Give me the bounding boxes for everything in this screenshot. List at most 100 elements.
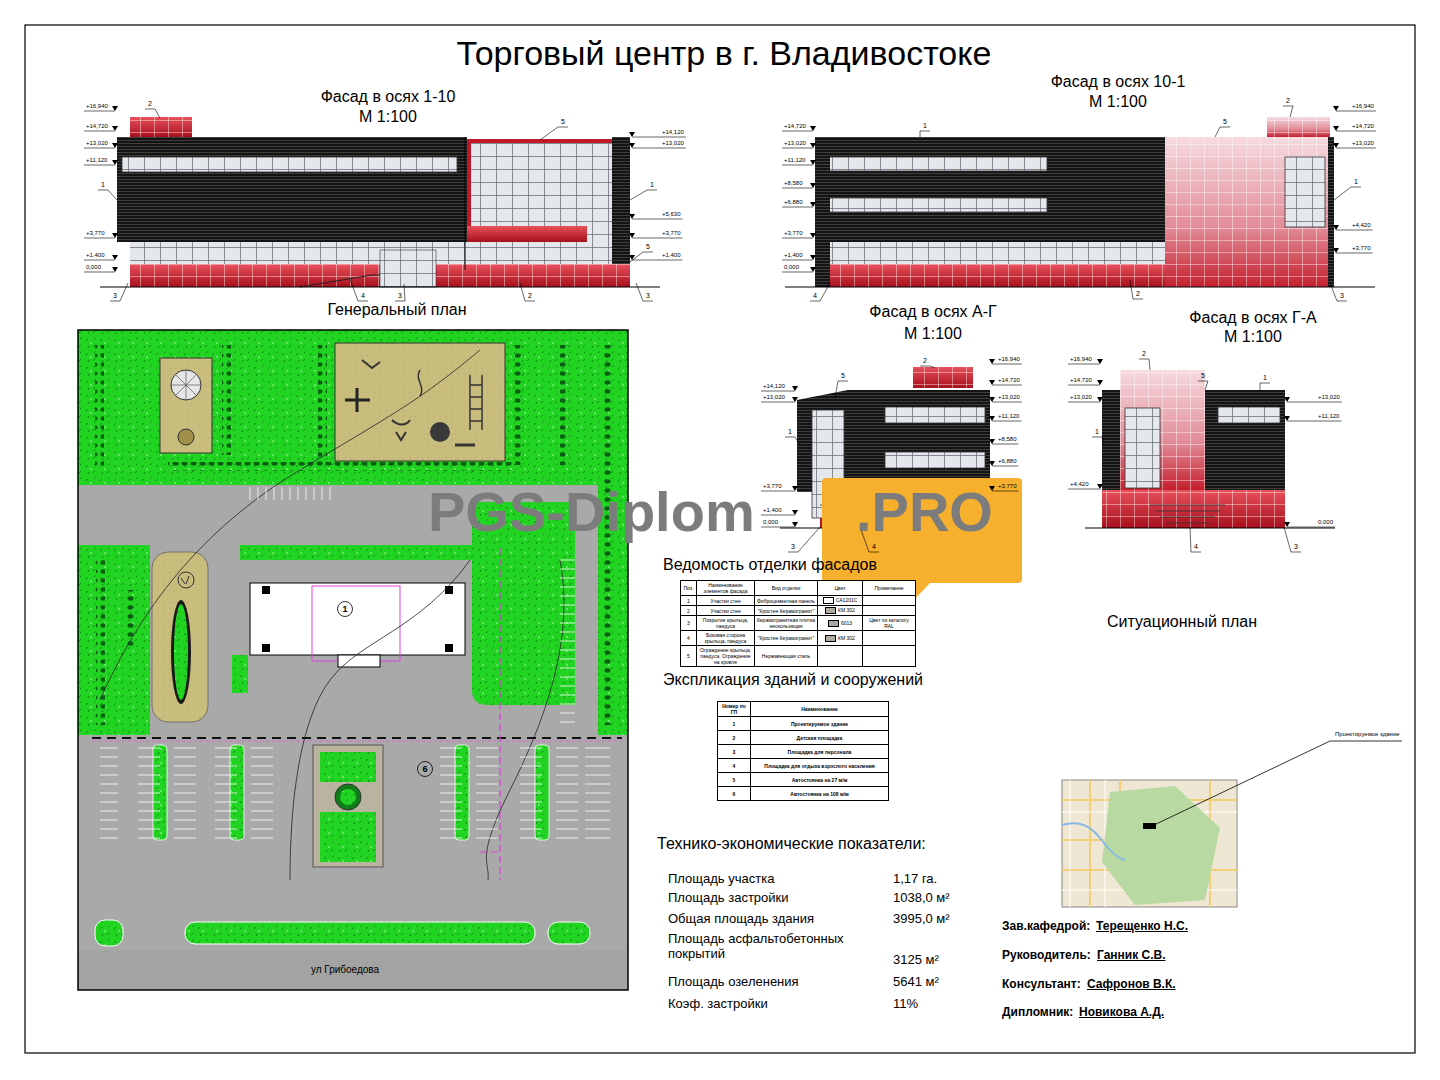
table-cell: Участки стен — [697, 606, 755, 616]
table-cell-text: КМ 302 — [838, 607, 855, 613]
callout-shelf — [1260, 383, 1270, 384]
parking-stall-line — [215, 775, 237, 776]
callout-number: 1 — [788, 428, 792, 436]
drawing-rect — [262, 586, 270, 594]
parking-stall-line — [520, 838, 542, 839]
signature-role: Зав.кафедрой: — [1002, 920, 1090, 934]
table-cell-text: "Кростен Керамогранит" — [758, 608, 814, 614]
drawing-rect — [1285, 157, 1325, 227]
parking-stall-line — [251, 820, 273, 821]
drawing-rect — [885, 452, 985, 468]
table-cell-text: 6 — [733, 791, 736, 797]
parking-stall-line — [215, 802, 237, 803]
leader-line — [350, 279, 358, 301]
elevation-mark: +14,720 — [86, 123, 108, 130]
drawing-rect — [222, 345, 231, 455]
table-cell: CA1201C — [818, 596, 863, 606]
drawing-rect — [122, 157, 457, 172]
callout-shelf — [1198, 381, 1208, 382]
tep-text: Коэф. застройки — [668, 997, 768, 1012]
elevation-mark: +1,400 — [784, 252, 803, 259]
parking-stall-line — [215, 748, 237, 749]
table-cell: 1 — [718, 717, 751, 731]
elevation-triangle — [810, 183, 816, 188]
drawing-path — [100, 350, 480, 700]
elevation-triangle — [1333, 143, 1339, 148]
parking-stall-line — [100, 757, 118, 758]
tep-text: 1038,0 м² — [893, 891, 950, 906]
drawing-rect — [78, 330, 628, 990]
elevation-shelf — [992, 466, 1019, 467]
drawing-rect — [153, 745, 167, 840]
elevation-triangle — [629, 233, 635, 238]
drawing-circle — [340, 789, 356, 805]
elevation-triangle — [989, 416, 995, 421]
elevation-mark: 0,000 — [86, 264, 101, 271]
tep-text: 3125 м² — [893, 953, 939, 968]
elevation-mark: +16,940 — [1070, 356, 1092, 363]
table-cell-text: 4 — [733, 763, 736, 769]
drawing-rect — [1267, 117, 1330, 137]
drawing-rect — [1165, 137, 1330, 287]
leader-line — [930, 366, 935, 368]
elevation-triangle — [629, 143, 635, 148]
parking-stall-line — [560, 659, 575, 660]
drawing-path — [480, 548, 500, 880]
parking-stall-line — [560, 614, 575, 615]
elevation-triangle — [112, 106, 118, 111]
elevation-mark: +3,770 — [784, 230, 803, 237]
elevation-triangle — [1333, 225, 1339, 230]
elevation-mark: +13,020 — [86, 140, 108, 147]
parking-stall-line — [138, 784, 160, 785]
drawing-rect — [515, 345, 524, 465]
scale-note: М 1:100 — [1224, 328, 1282, 346]
parking-stall-line — [100, 820, 118, 821]
leader-line — [120, 283, 128, 301]
parking-stall-line — [100, 829, 118, 830]
elevation-shelf — [84, 148, 115, 149]
parking-stall-line — [440, 784, 462, 785]
elevation-mark: +4,420 — [1352, 222, 1371, 229]
elevation-mark: +14,720 — [1352, 123, 1374, 130]
table-cell-text: Цвет — [834, 585, 845, 591]
elevation-mark: +1,400 — [86, 252, 105, 259]
elevation-mark: +14,120 — [763, 383, 785, 390]
parking-stall-line — [251, 811, 273, 812]
table-cell: КМ 302 — [818, 631, 863, 646]
elevation-triangle — [810, 233, 816, 238]
leader-line — [798, 527, 820, 552]
elevation-triangle — [1333, 106, 1339, 111]
drawing-line — [785, 286, 1375, 287]
parking-stall-line — [476, 766, 498, 767]
parking-stall-line — [250, 487, 251, 500]
drawing-rect — [232, 655, 248, 693]
table-cell-text: Покрытие крыльца, пандуса — [703, 617, 748, 629]
table-cell: 3 — [718, 745, 751, 759]
elevation-shelf — [1287, 421, 1341, 422]
color-sample — [828, 620, 839, 627]
drawing-circle — [430, 422, 450, 442]
drawing-path — [300, 275, 380, 287]
table-cell-text: 3 — [733, 749, 736, 755]
elevation-shelf — [782, 131, 813, 132]
parking-stall-line — [440, 802, 462, 803]
elevation-mark: +3,770 — [662, 230, 681, 237]
table-cell: "Кростен Керамогранит" — [755, 631, 818, 646]
elevation-shelf — [1287, 402, 1342, 403]
elevation-mark: +11,120 — [86, 157, 107, 164]
leader-line — [795, 437, 800, 445]
parking-stall-line — [476, 820, 498, 821]
table-cell-text: 2 — [733, 735, 736, 741]
signature-name: Новикова А.Д. — [1079, 1006, 1164, 1020]
table-cell: КМ 302 — [818, 606, 863, 616]
watermark: .PRO — [856, 484, 993, 540]
callout-shelf — [788, 552, 798, 553]
callout-shelf — [1191, 552, 1201, 553]
drawing-rect — [1328, 137, 1334, 287]
elevation-mark: 0,000 — [1318, 519, 1333, 526]
parking-stall-line — [520, 802, 542, 803]
leader-line — [630, 252, 643, 262]
table-cell-text: "Кростен Керамогранит" — [758, 635, 814, 641]
site-plan — [78, 330, 628, 990]
parking-stall-line — [138, 820, 160, 821]
